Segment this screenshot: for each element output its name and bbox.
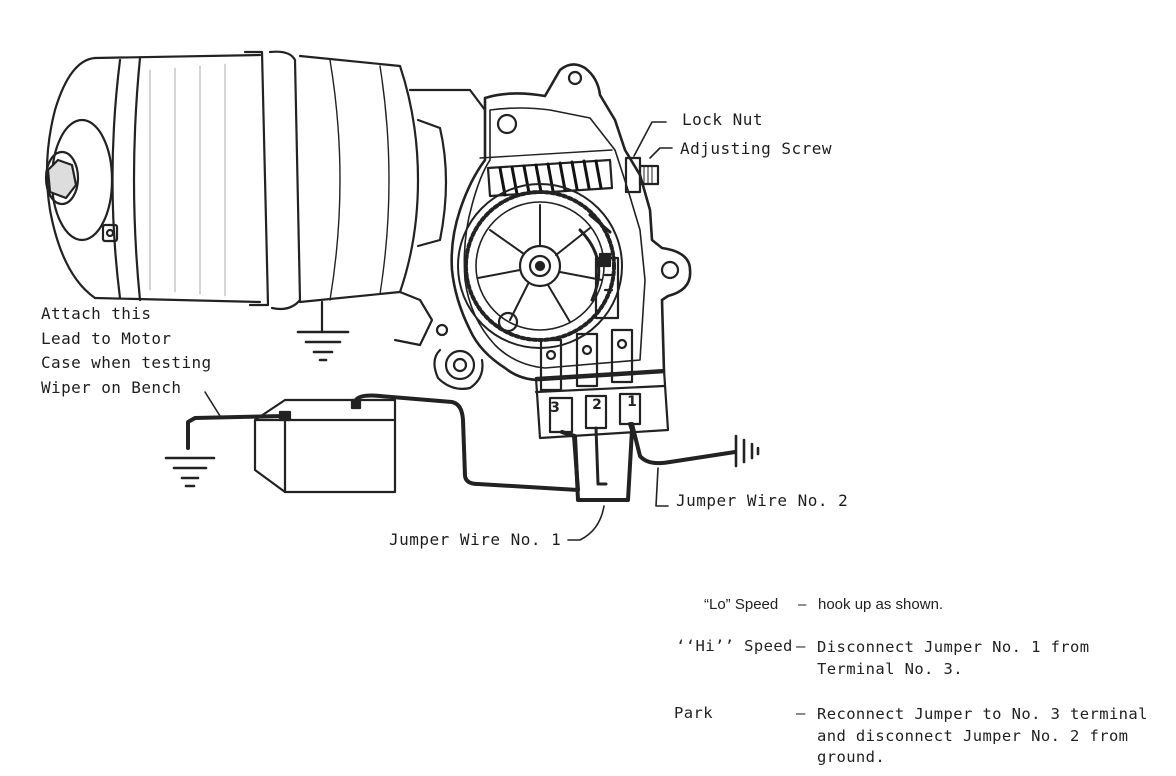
battery-ground-lead: [186, 414, 286, 450]
adjusting-screw-leader: [649, 147, 673, 159]
lo-speed-dash: –: [798, 596, 807, 613]
battery: [253, 398, 397, 494]
main-gear: [457, 183, 623, 349]
terminal-1-number: 1: [627, 394, 637, 410]
hi-speed-name: ‘‘Hi’’ Speed: [676, 637, 793, 655]
lock-nut-leader: [633, 121, 667, 157]
lo-speed-name: “Lo” Speed: [704, 596, 779, 613]
terminal-block: [534, 328, 670, 440]
jumper-wire-1-label: Jumper Wire No. 1: [389, 530, 562, 549]
jumper-ground-symbol: [734, 434, 760, 468]
adjusting-screw-label: Adjusting Screw: [680, 139, 832, 158]
hi-speed-line: Disconnect Jumper No. 1 from: [817, 638, 1090, 656]
hi-speed-dash: –: [796, 637, 806, 655]
attach-lead-label: Attach this Lead to Motor Case when test…: [41, 302, 212, 400]
battery-positive-lead: [354, 393, 580, 492]
park-dash: –: [796, 704, 806, 722]
terminal-2-number: 2: [592, 397, 602, 413]
park-name: Park: [674, 704, 713, 722]
jumper-1-leader: [567, 505, 605, 541]
attach-lead-line: Lead to Motor: [41, 328, 172, 348]
hi-speed-text: Disconnect Jumper No. 1 from Terminal No…: [817, 637, 1090, 680]
hi-speed-line: Terminal No. 3.: [817, 659, 963, 678]
attach-lead-line: Case when testing: [41, 353, 212, 372]
park-text: Reconnect Jumper to No. 3 terminal and d…: [817, 704, 1148, 769]
park-line: ground.: [817, 748, 886, 766]
park-line: Reconnect Jumper to No. 3 terminal: [817, 705, 1148, 723]
worm-gear: [479, 149, 614, 198]
attach-lead-leader: [204, 391, 221, 417]
jumper-wire-2: [630, 422, 737, 466]
jumper-wire-1-inner: [594, 426, 608, 486]
jumper-wire-2-label: Jumper Wire No. 2: [676, 491, 849, 510]
park-line: and disconnect Jumper No. 2 from: [817, 726, 1129, 745]
adjusting-screw: [624, 156, 660, 194]
jumper-2-leader: [655, 467, 669, 507]
attach-lead-line: Wiper on Bench: [41, 377, 182, 397]
park-switch: [594, 252, 620, 320]
attach-lead-line: Attach this: [41, 304, 152, 323]
terminal-3-number: 3: [550, 400, 560, 416]
motor-ground-symbol: [296, 300, 350, 362]
gearbox-housing: [433, 63, 692, 390]
motor-body: [44, 50, 487, 347]
lo-speed-text: hook up as shown.: [818, 596, 944, 613]
battery-ground-symbol: [164, 456, 216, 488]
lock-nut-label: Lock Nut: [682, 110, 764, 129]
